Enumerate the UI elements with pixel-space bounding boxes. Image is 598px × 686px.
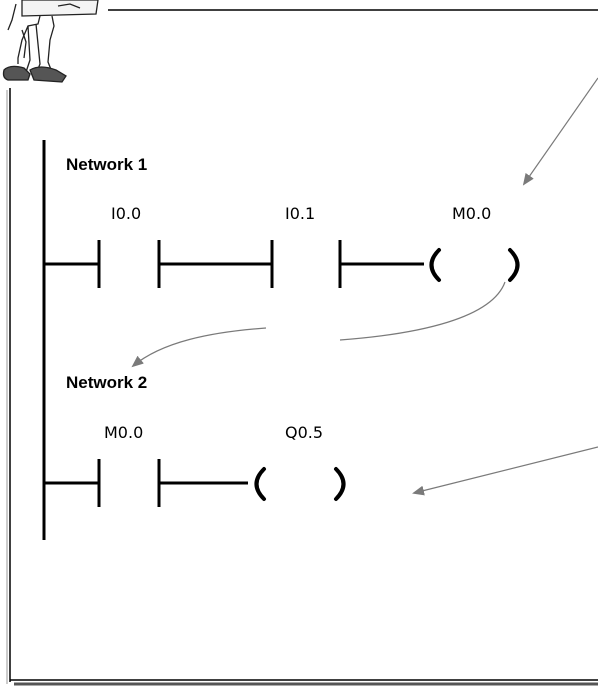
cartoon-presenter-icon	[2, 0, 99, 83]
network-1-label: Network 1	[66, 155, 147, 174]
contact-i0-0-address: I0.0	[111, 204, 141, 223]
network-2-label: Network 2	[66, 373, 147, 392]
contact-i0-1-address: I0.1	[285, 204, 315, 223]
coil-q0-5-symbol	[254, 467, 346, 501]
annotation-arrows	[133, 77, 598, 496]
coil-m0-0-address: M0.0	[452, 204, 491, 223]
arrow-from-coil-m0-0-to-network-2	[133, 281, 506, 366]
network-1: Network 1 I0.0 I0.1 M0.0	[44, 155, 520, 288]
contact-m0-0-symbol	[97, 459, 161, 507]
arrow-to-coil-q0-5	[412, 446, 598, 496]
coil-q0-5-address: Q0.5	[285, 423, 323, 442]
coil-m0-0-symbol	[429, 248, 520, 282]
contact-i0-1-symbol	[270, 240, 342, 288]
diagram-frame	[6, 9, 598, 686]
contact-i0-0-symbol	[97, 240, 161, 288]
contact-m0-0-address: M0.0	[104, 423, 143, 442]
arrow-to-coil-m0-0	[522, 77, 598, 186]
network-2: Network 2 M0.0 Q0.5	[44, 373, 346, 507]
